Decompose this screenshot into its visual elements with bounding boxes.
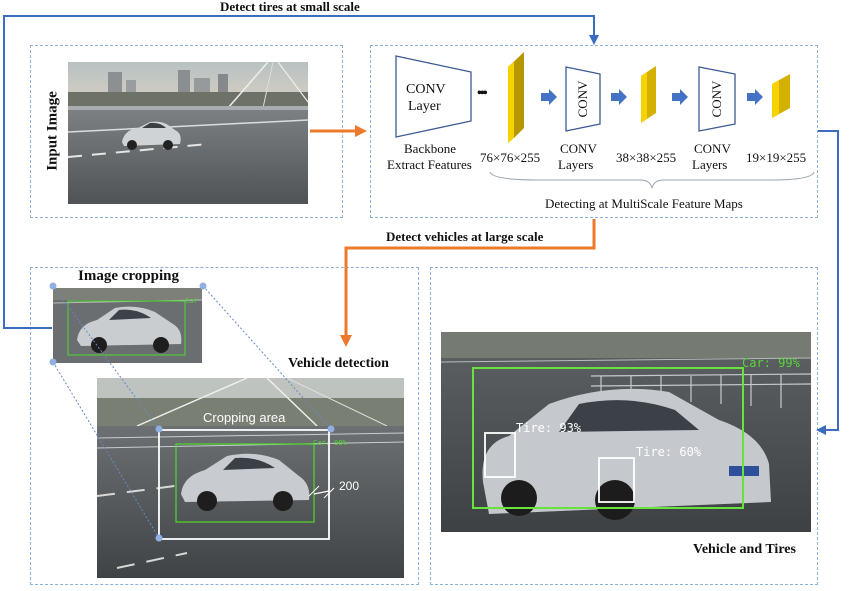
arrow-right-1 [541,89,557,105]
corner-dot-crop-bl [155,534,163,542]
corner-dot-crop-tr [327,425,335,433]
conv-layers-caption-2a: CONV [560,141,597,156]
conv-layer-trapezoid [395,55,472,138]
feature-map-76 [508,52,524,143]
orange-network-to-crop-arrow [340,219,596,347]
small-cropped-photo [53,288,202,363]
conv-trapezoid-3 [698,66,736,132]
detection-photo [97,378,404,578]
blue-network-to-results-arrow [816,130,839,435]
corner-dot-crop-tl [155,425,163,433]
feature-map-label-19: 19×19×255 [746,150,807,165]
conv-layer-label-2: Layer [408,99,441,114]
feature-map-19 [772,74,790,118]
corner-dot-bl [49,358,57,366]
conv-layer-label-1: CONV [406,82,446,97]
result-photo [441,332,811,532]
result-car-label: Car: 99% [742,356,800,370]
corner-dot-tl [49,282,57,290]
cropping-area-label: Cropping area [203,410,286,425]
multiscale-brace [489,171,815,189]
crop-margin-value: 200 [339,479,360,493]
feature-map-label-38: 38×38×255 [616,150,677,165]
arrow-right-4 [747,89,763,105]
arrow-right-2 [611,89,627,105]
vehicle-and-tires-caption: Vehicle and Tires [693,542,796,557]
vehicle-detection-title: Vehicle detection [288,356,389,371]
result-tire1-label: Tire: 93% [516,421,582,435]
arrow-right-3 [672,89,688,105]
conv-trapezoid-2 [565,66,601,132]
big-car-detection-label: Car: 98% [313,439,347,447]
conv-layers-caption-3b: Layers [692,157,728,172]
image-cropping-panel [30,267,419,585]
input-image-photo [68,62,308,204]
feature-map-label-76: 76×76×255 [480,150,541,165]
network-panel [370,45,818,218]
result-tire2-label: Tire: 60% [636,445,702,459]
conv-layers-caption-2b: Layers [558,157,594,172]
backbone-label-2: Extract Features [387,157,472,172]
detect-vehicles-label: Detect vehicles at large scale [386,229,544,244]
feature-map-38 [641,66,656,123]
backbone-label-1: Backbone [404,141,456,156]
detect-tires-label: Detect tires at small scale [220,0,360,14]
small-car-detection-label: Car [185,297,198,305]
conv-layers-caption-3a: CONV [694,141,731,156]
multiscale-caption: Detecting at MultiScale Feature Maps [545,196,743,211]
blue-loop-tires-arrow [3,15,599,329]
corner-dot-tr [199,282,207,290]
ellipsis-dots: ••• [477,86,488,101]
image-cropping-title: Image cropping [78,268,179,284]
